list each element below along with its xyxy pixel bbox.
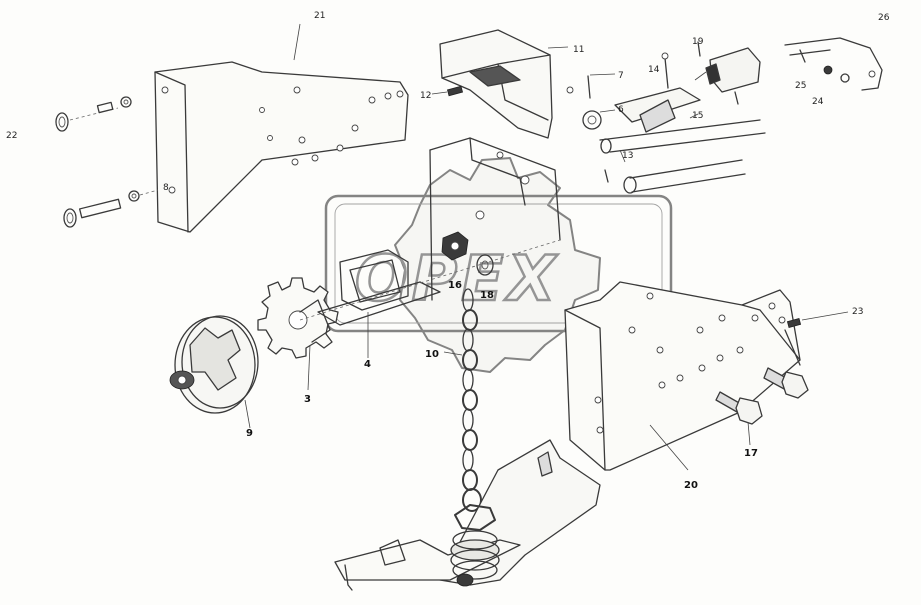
chain-10: [443, 288, 482, 512]
shoe-bracket: [334, 439, 601, 591]
callout-17: 17: [744, 448, 758, 459]
bracket-plate-21: [154, 61, 409, 233]
callout-24: 24: [812, 97, 824, 107]
callout-11: 11: [573, 45, 584, 55]
callout-19: 19: [692, 37, 704, 47]
callout-9: 9: [246, 428, 253, 439]
nut-16: [441, 231, 469, 261]
callout-22: 22: [6, 131, 17, 141]
bolt-12: [431, 85, 464, 97]
callout-20: 20: [684, 480, 698, 491]
screw-set-22: [55, 96, 159, 228]
bracket-plate-20: [564, 281, 801, 471]
belt-link-4: [317, 249, 441, 358]
shaft-assembly: [566, 41, 766, 194]
callout-14: 14: [648, 65, 660, 75]
callout-26: 26: [878, 13, 890, 23]
callout-21: 21: [314, 11, 325, 21]
callout-18: 18: [480, 290, 494, 301]
callout-7: 7: [618, 71, 624, 81]
cover-box-11: [439, 29, 553, 139]
screw-23: [786, 311, 849, 328]
bolts-17: [715, 367, 809, 446]
callout-13: 13: [622, 151, 633, 161]
callout-16: 16: [448, 280, 462, 291]
sprocket-3: [257, 277, 339, 359]
callout-12: 12: [420, 91, 431, 101]
component-24-25: [784, 37, 883, 91]
knob-wheel-9: [169, 315, 259, 429]
callout-15: 15: [692, 111, 703, 121]
callout-labels: 21 26 22 8 12 11 7 14 19 25 24 6 15 13 1…: [6, 11, 890, 491]
callout-4: 4: [364, 359, 371, 370]
callout-3: 3: [304, 394, 311, 405]
callout-8: 8: [163, 183, 169, 193]
washer-18: [476, 254, 494, 276]
callout-25: 25: [795, 81, 806, 91]
callout-6: 6: [618, 105, 624, 115]
callout-10: 10: [425, 349, 439, 360]
central-bracket: [429, 137, 561, 301]
callout-23: 23: [852, 307, 863, 317]
